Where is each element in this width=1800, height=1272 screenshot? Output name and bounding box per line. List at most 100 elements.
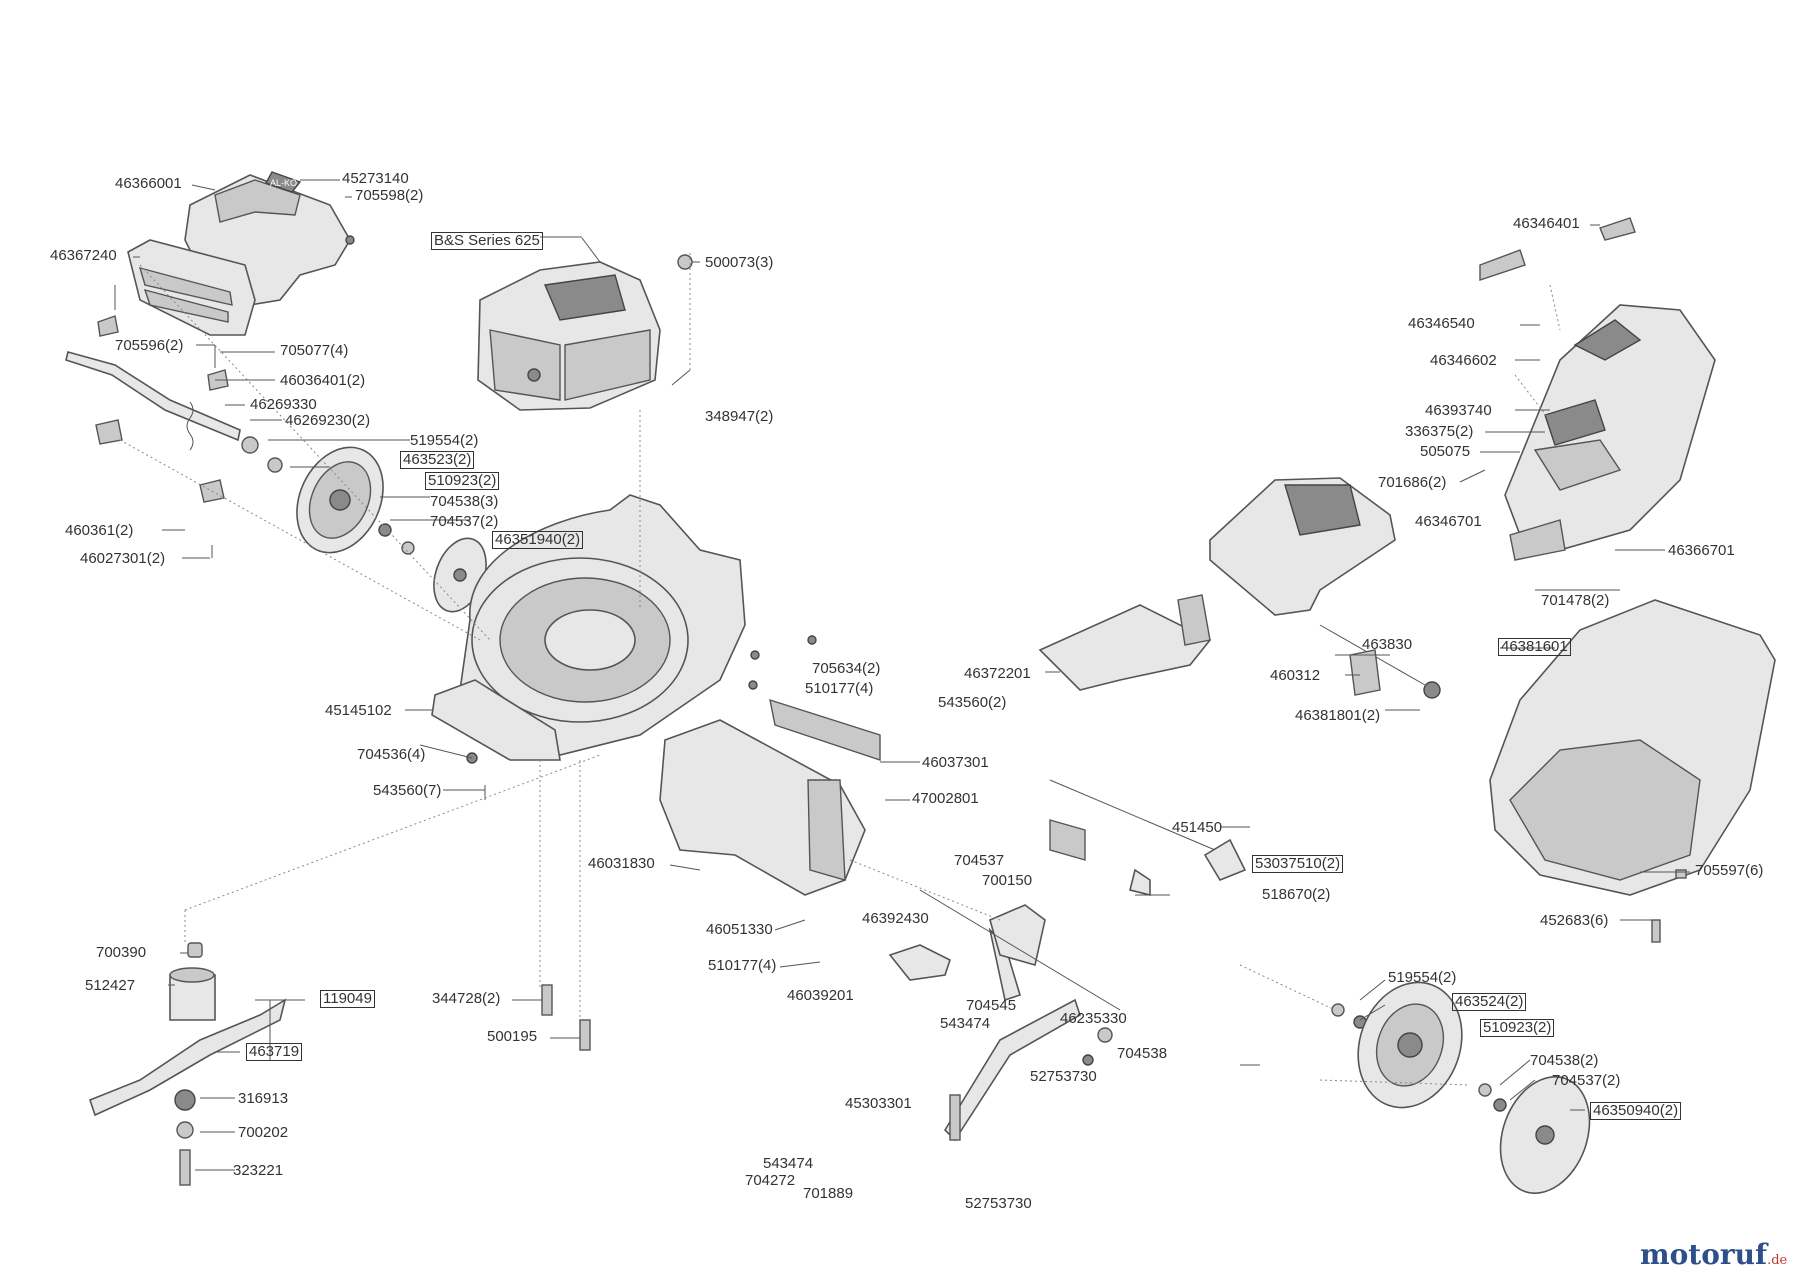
logo-tld: .de [1767,1253,1788,1268]
part-label[interactable]: 543560(7) [373,782,442,799]
part-label[interactable]: 463523(2) [400,451,475,469]
part-label[interactable]: 510177(4) [805,680,874,697]
rear-axle-group [888,779,1247,1142]
part-label[interactable]: 700202 [238,1124,289,1141]
part-label[interactable]: 701889 [803,1185,854,1202]
assembly-dashes [119,264,1566,1086]
part-label[interactable]: 510923(2) [425,472,500,490]
part-label[interactable]: 46350940(2) [1590,1102,1682,1120]
part-label[interactable]: 705634(2) [812,660,881,677]
part-label[interactable]: 45145102 [325,702,392,719]
part-label[interactable]: 451450 [1172,819,1223,836]
part-label[interactable]: 336375(2) [1405,423,1474,440]
left-brackets [65,285,283,503]
part-label[interactable]: 452683(6) [1540,912,1609,929]
part-label[interactable]: 46381601 [1498,638,1571,656]
part-label[interactable]: 704537(2) [430,513,499,530]
part-label[interactable]: 510923(2) [1480,1019,1555,1037]
part-label[interactable]: 46027301(2) [80,550,166,567]
part-label[interactable]: 46036401(2) [280,372,366,389]
part-label[interactable]: 705077(4) [280,342,349,359]
grass-chute [1038,594,1212,691]
part-label[interactable]: 543474 [763,1155,814,1172]
part-label[interactable]: 46366701 [1668,542,1735,559]
part-label[interactable]: 543474 [940,1015,991,1032]
rear-flap [1209,477,1441,699]
part-label[interactable]: 460312 [1270,667,1321,684]
part-label[interactable]: 53037510(2) [1252,855,1344,873]
part-label[interactable]: 705598(2) [355,187,424,204]
part-label[interactable]: 46393740 [1425,402,1492,419]
part-label[interactable]: 505075 [1420,443,1471,460]
part-label[interactable]: 705596(2) [115,337,184,354]
part-label[interactable]: 704538 [1117,1045,1168,1062]
part-label[interactable]: 701478(2) [1541,592,1610,609]
part-label[interactable]: 704536(4) [357,746,426,763]
part-label[interactable]: 46392430 [862,910,929,927]
part-label[interactable]: 344728(2) [432,990,501,1007]
part-label[interactable]: 46269330 [250,396,317,413]
part-label[interactable]: 704538(2) [1530,1052,1599,1069]
part-label[interactable]: 519554(2) [410,432,479,449]
part-label[interactable]: 46235330 [1060,1010,1127,1027]
part-label[interactable]: 500195 [487,1028,538,1045]
blade-group [89,942,591,1186]
part-label[interactable]: 705597(6) [1695,862,1764,879]
part-label[interactable]: 46346401 [1513,215,1580,232]
part-label[interactable]: 700150 [982,872,1033,889]
part-label[interactable]: 46346540 [1408,315,1475,332]
brand-plate-text: AL-KO [270,178,297,188]
part-label[interactable]: 512427 [85,977,136,994]
rear-guard [659,698,881,896]
part-label[interactable]: 46381801(2) [1295,707,1381,724]
part-label[interactable]: 119049 [320,990,375,1008]
part-label[interactable]: 460361(2) [65,522,134,539]
part-label[interactable]: 510177(4) [708,957,777,974]
grass-catcher-basket [1489,599,1776,943]
part-label[interactable]: 701686(2) [1378,474,1447,491]
part-label[interactable]: 704537(2) [1552,1072,1621,1089]
part-label[interactable]: 704272 [745,1172,796,1189]
front-cover-group: AL-KO [127,171,355,336]
part-label[interactable]: 500073(3) [705,254,774,271]
leader-lines [133,179,1690,1171]
part-label[interactable]: 46039201 [787,987,854,1004]
part-label[interactable]: 704538(3) [430,493,499,510]
logo-brand: motoruf [1640,1238,1768,1271]
part-label[interactable]: 46037301 [922,754,989,771]
part-label[interactable]: 323221 [233,1162,284,1179]
part-label[interactable]: 704537 [954,852,1005,869]
part-label[interactable]: 704545 [966,997,1017,1014]
part-label[interactable]: 46351940(2) [492,531,584,549]
part-label[interactable]: 543560(2) [938,694,1007,711]
part-label[interactable]: 46372201 [964,665,1031,682]
engine-label[interactable]: B&S Series 625 [431,232,543,250]
part-label[interactable]: 46367240 [50,247,117,264]
part-label[interactable]: 45273140 [342,170,409,187]
part-label[interactable]: 46366001 [115,175,182,192]
part-label[interactable]: 700390 [96,944,147,961]
part-label[interactable]: 46346701 [1415,513,1482,530]
part-label[interactable]: 348947(2) [705,408,774,425]
part-label[interactable]: 463830 [1362,636,1413,653]
part-label[interactable]: 47002801 [912,790,979,807]
part-label[interactable]: 52753730 [965,1195,1032,1212]
part-label[interactable]: 519554(2) [1388,969,1457,986]
part-label[interactable]: 46269230(2) [285,412,371,429]
mower-deck [431,494,817,800]
part-label[interactable]: 45303301 [845,1095,912,1112]
part-label[interactable]: 463719 [246,1043,303,1061]
part-label[interactable]: 316913 [238,1090,289,1107]
part-label[interactable]: 52753730 [1030,1068,1097,1085]
grass-catcher-top [1479,217,1716,561]
part-label[interactable]: 46031830 [588,855,655,872]
wheel-rear-right [1331,981,1591,1194]
site-logo[interactable]: motoruf.de [1640,1238,1787,1271]
part-label[interactable]: 518670(2) [1262,886,1331,903]
part-label[interactable]: 46051330 [706,921,773,938]
part-label[interactable]: 463524(2) [1452,993,1527,1011]
engine [477,254,693,411]
part-label[interactable]: 46346602 [1430,352,1497,369]
